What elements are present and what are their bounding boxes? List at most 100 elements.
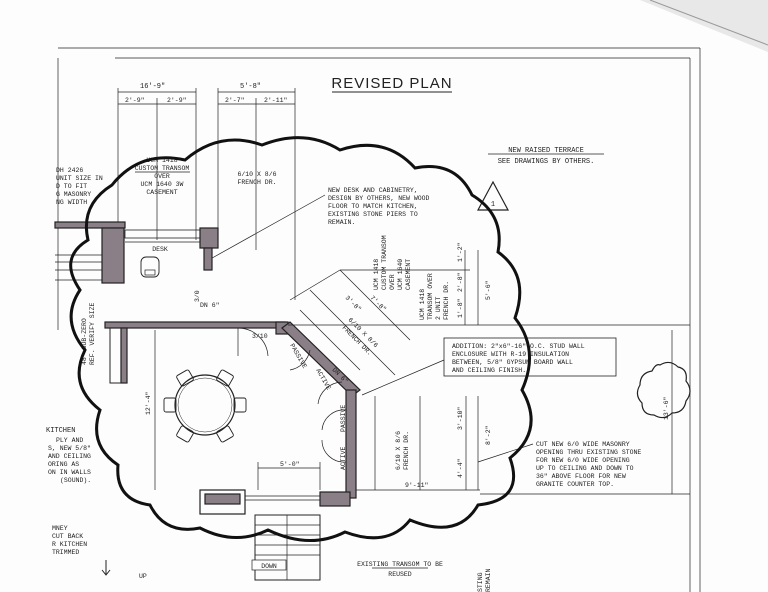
revision-triangle: 1: [476, 180, 510, 211]
arrow-head-icon: [101, 569, 111, 576]
dining-table-icon: [174, 374, 236, 436]
french-door-note-top: 6/10 X 8/6 FRENCH DR.: [237, 171, 276, 186]
addition-note: ADDITION: 2"x6"-16" O.C. STUD WALL ENCLO…: [361, 337, 617, 396]
dining-chairs: [163, 369, 247, 443]
door-3-10-label: 3/10: [252, 333, 268, 340]
bottom-right-dim: 9'-11": [356, 482, 690, 495]
desk-note: NEW DESK AND CABINETRY, DESIGN BY OTHERS…: [204, 187, 430, 263]
transom-note: EXISTING TRANSOM TO BE REUSED: [357, 561, 443, 578]
dim-top-4: 5'-8": [240, 83, 261, 91]
svg-text:9'-11": 9'-11": [405, 482, 429, 489]
dim-top-3: 2'-9": [167, 97, 187, 104]
svg-text:PLY AND: PLY AND: [56, 437, 83, 444]
dim-top-6: 2'-11": [264, 97, 288, 104]
door-3-0-label: 3/0: [194, 290, 201, 302]
svg-text:UCM 1418: UCM 1418: [419, 289, 426, 320]
svg-text:5'-0": 5'-0": [280, 461, 300, 468]
svg-text:UCM 1640: UCM 1640: [397, 259, 404, 290]
svg-text:UCM 1418: UCM 1418: [146, 157, 177, 164]
svg-text:REMAIN.: REMAIN.: [328, 219, 355, 226]
svg-text:UCM 1640 3W: UCM 1640 3W: [141, 181, 184, 188]
right-edge-dim: 13'-6": [663, 330, 673, 494]
door-swings: [237, 327, 347, 463]
svg-text:CUT NEW 6/0 WIDE MASONRY: CUT NEW 6/0 WIDE MASONRY: [536, 441, 630, 448]
svg-text:BETWEEN, 5/8" GYPSUM BOARD WAL: BETWEEN, 5/8" GYPSUM BOARD WALL: [452, 359, 573, 366]
svg-text:MNEY: MNEY: [52, 525, 68, 532]
active-label-right: ACTIVE: [340, 446, 347, 470]
svg-text:CUSTOM TRANSOM: CUSTOM TRANSOM: [381, 235, 388, 290]
svg-text:KITCHEN: KITCHEN: [46, 427, 75, 435]
svg-text:OPENING THRU EXISTING STONE: OPENING THRU EXISTING STONE: [536, 449, 641, 456]
french-door-right-note: 6/10 X 8/6 FRENCH DR.: [374, 396, 421, 490]
dn-step-label: DN 6": [200, 302, 220, 309]
svg-text:1'-2": 1'-2": [457, 242, 464, 262]
right-window-notes: UCM 1418 CUSTOM TRANSOM OVER UCM 1640 CA…: [373, 235, 450, 320]
svg-text:4'-4": 4'-4": [457, 458, 464, 478]
svg-text:FRENCH DR.: FRENCH DR.: [237, 179, 276, 186]
svg-text:R KITCHEN: R KITCHEN: [52, 541, 87, 548]
svg-text:6/10 X 8/6: 6/10 X 8/6: [395, 431, 402, 470]
masonry-note: CUT NEW 6/0 WIDE MASONRY OPENING THRU EX…: [477, 441, 641, 488]
svg-text:TRANSOM OVER: TRANSOM OVER: [427, 273, 434, 320]
svg-text:(SOUND).: (SOUND).: [60, 477, 91, 484]
desk-chair-icon: [140, 256, 160, 278]
svg-text:EXISTING STONE PIERS TO: EXISTING STONE PIERS TO: [328, 211, 418, 218]
kitchen-note: KITCHEN PLY AND S, NEW 5/8" AND CEILING …: [46, 427, 91, 484]
svg-text:48" SUB-ZERO: 48" SUB-ZERO: [81, 318, 88, 365]
desk-walls: [54, 221, 219, 284]
svg-text:1: 1: [491, 201, 495, 209]
svg-text:DESIGN BY OTHERS, NEW WOOD: DESIGN BY OTHERS, NEW WOOD: [328, 195, 430, 202]
svg-text:UNIT SIZE IN: UNIT SIZE IN: [56, 175, 103, 182]
revision-cloud: [69, 136, 533, 542]
dim-top-1: 16'-9": [140, 83, 165, 91]
svg-text:12'-4": 12'-4": [145, 391, 152, 415]
svg-text:NG WIDTH: NG WIDTH: [56, 199, 87, 206]
svg-text:CASEMENT: CASEMENT: [405, 259, 412, 290]
diag-dim-1: 3'-8": [344, 294, 363, 313]
window-note-top-left: UCM 1418 CUSTOM TRANSOM OVER UCM 1640 3W…: [135, 157, 190, 196]
svg-text:ENCLOSURE WITH R-19 INSULATION: ENCLOSURE WITH R-19 INSULATION: [452, 351, 569, 358]
svg-text:DH 2426: DH 2426: [56, 167, 83, 174]
desk-label: DESK: [152, 246, 168, 253]
svg-text:UCM 1418: UCM 1418: [373, 259, 380, 290]
svg-text:DOWN: DOWN: [261, 563, 277, 570]
svg-text:8'-2": 8'-2": [485, 425, 492, 445]
svg-text:CUSTOM TRANSOM: CUSTOM TRANSOM: [135, 165, 190, 172]
svg-text:EXISTING TRANSOM TO BE: EXISTING TRANSOM TO BE: [357, 561, 443, 568]
french-door-diag-note: 6/10 X 8/6 FRENCH DR.: [341, 316, 380, 357]
left-dim: 12'-4": [145, 330, 156, 490]
svg-text:ADDITION: 2"x6"-16" O.C. STUD: ADDITION: 2"x6"-16" O.C. STUD WALL: [452, 343, 585, 350]
main-room-walls: [104, 321, 361, 515]
svg-text:FRENCH DR.: FRENCH DR.: [403, 431, 410, 470]
svg-text:OVER: OVER: [389, 274, 396, 290]
svg-text:TRIMMED: TRIMMED: [52, 549, 79, 556]
svg-text:ON IN WALLS: ON IN WALLS: [48, 469, 91, 476]
dim-top-5: 2'-7": [225, 97, 245, 104]
tree-icon: [636, 361, 691, 419]
svg-text:SEE DRAWINGS BY OTHERS.: SEE DRAWINGS BY OTHERS.: [498, 158, 595, 166]
svg-text:2 UNIT: 2 UNIT: [435, 296, 442, 320]
svg-text:G MASONRY: G MASONRY: [56, 191, 91, 198]
svg-text:AND CEILING: AND CEILING: [48, 453, 91, 460]
svg-text:ORING AS: ORING AS: [48, 461, 79, 468]
chimney-note: MNEY CUT BACK R KITCHEN TRIMMED: [52, 525, 87, 556]
svg-text:OVER: OVER: [154, 173, 170, 180]
svg-text:FRENCH DR.: FRENCH DR.: [443, 281, 450, 320]
svg-text:5'-6": 5'-6": [485, 280, 492, 300]
svg-text:D TO FIT: D TO FIT: [56, 183, 87, 190]
right-vertical-dims: 1'-2" 2'-8" 1'-8" 5'-6": [457, 242, 492, 325]
svg-text:2'-8": 2'-8": [457, 272, 464, 292]
svg-text:3'-10": 3'-10": [457, 406, 464, 430]
svg-text:13'-6": 13'-6": [663, 396, 670, 420]
svg-text:36" ABOVE FLOOR FOR NEW: 36" ABOVE FLOOR FOR NEW: [536, 473, 626, 480]
top-dimensions: 16'-9" 2'-9" 2'-9" 5'-8" 2'-7" 2'-11": [117, 83, 296, 300]
ref-labels: REF. VERIFY SIZE 48" SUB-ZERO: [81, 302, 96, 365]
svg-text:REF. VERIFY SIZE: REF. VERIFY SIZE: [89, 302, 96, 365]
svg-text:6/10 X 8/6: 6/10 X 8/6: [237, 171, 276, 178]
page-edge-line: [649, 0, 768, 46]
svg-text:FOR NEW 6/0 WIDE OPENING: FOR NEW 6/0 WIDE OPENING: [536, 457, 630, 464]
passive-label-right: PASSIVE: [340, 405, 347, 432]
svg-text:1'-8": 1'-8": [457, 298, 464, 318]
